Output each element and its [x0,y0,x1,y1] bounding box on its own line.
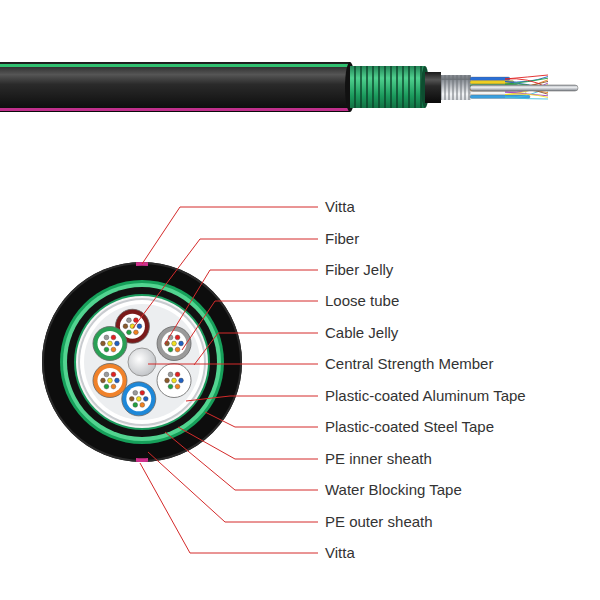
part-label: Plastic-coated Aluminum Tape [325,387,526,405]
fiber [101,378,106,383]
part-label: Loose tube [325,292,399,310]
fiber [140,390,145,395]
fiber [168,384,173,389]
fiber [133,390,138,395]
fiber [175,384,180,389]
fiber [111,347,116,352]
fiber [133,403,138,408]
fiber [129,396,134,401]
fiber [104,384,109,389]
leader-line [148,364,318,365]
fiber [168,347,173,352]
fiber [143,396,148,401]
fiber [104,372,109,377]
leader-line [186,396,318,401]
fiber [115,341,120,346]
fiber [104,335,109,340]
fiber [137,324,142,329]
part-label: Water Blocking Tape [325,481,462,499]
loose-tube [93,364,127,398]
loose-tube [470,77,510,80]
cable-side-view [0,62,578,112]
part-label: Plastic-coated Steel Tape [325,418,494,436]
leader-line [165,432,318,490]
fiber-jelly [126,386,151,411]
fiber [108,378,113,383]
fiber [127,318,132,323]
part-label: Fiber Jelly [325,261,393,279]
fiber-jelly [97,331,122,356]
fiber [136,396,141,401]
loose-tube [122,382,156,416]
fiber [101,341,106,346]
fiber [111,372,116,377]
leader-line [205,412,318,427]
cable-cross-section [42,262,242,462]
fiber [104,347,109,352]
part-label: PE outer sheath [325,513,433,531]
fiber [175,335,180,340]
leader-line [148,452,318,522]
part-label: PE inner sheath [325,450,432,468]
fiber [165,378,170,383]
part-label: Vitta [325,198,355,216]
loose-tube [470,81,514,84]
fiber [172,341,177,346]
fiber [175,372,180,377]
part-label: Central Strength Member [325,355,493,373]
fiber [505,97,548,99]
loose-tube [157,364,191,398]
leader-line [182,301,318,350]
part-label: Fiber [325,230,359,248]
fiber [179,341,184,346]
leader-line [140,463,318,553]
leader-line [194,333,318,365]
fiber-jelly [97,368,122,393]
fiber [140,403,145,408]
fiber [179,378,184,383]
loose-tube [93,327,127,361]
part-label: Vitta [325,544,355,562]
leader-line [133,239,318,328]
fiber [505,94,548,97]
fiber [123,324,128,329]
fiber [115,378,120,383]
fiber [175,347,180,352]
fiber [134,330,139,335]
part-label: Cable Jelly [325,324,398,342]
fiber [127,330,132,335]
fiber [111,384,116,389]
fiber [172,378,177,383]
leader-line [142,207,318,264]
fiber [108,341,113,346]
leader-line [178,427,318,459]
fiber [111,335,116,340]
fiber [168,372,173,377]
fiber-jelly [162,368,187,393]
